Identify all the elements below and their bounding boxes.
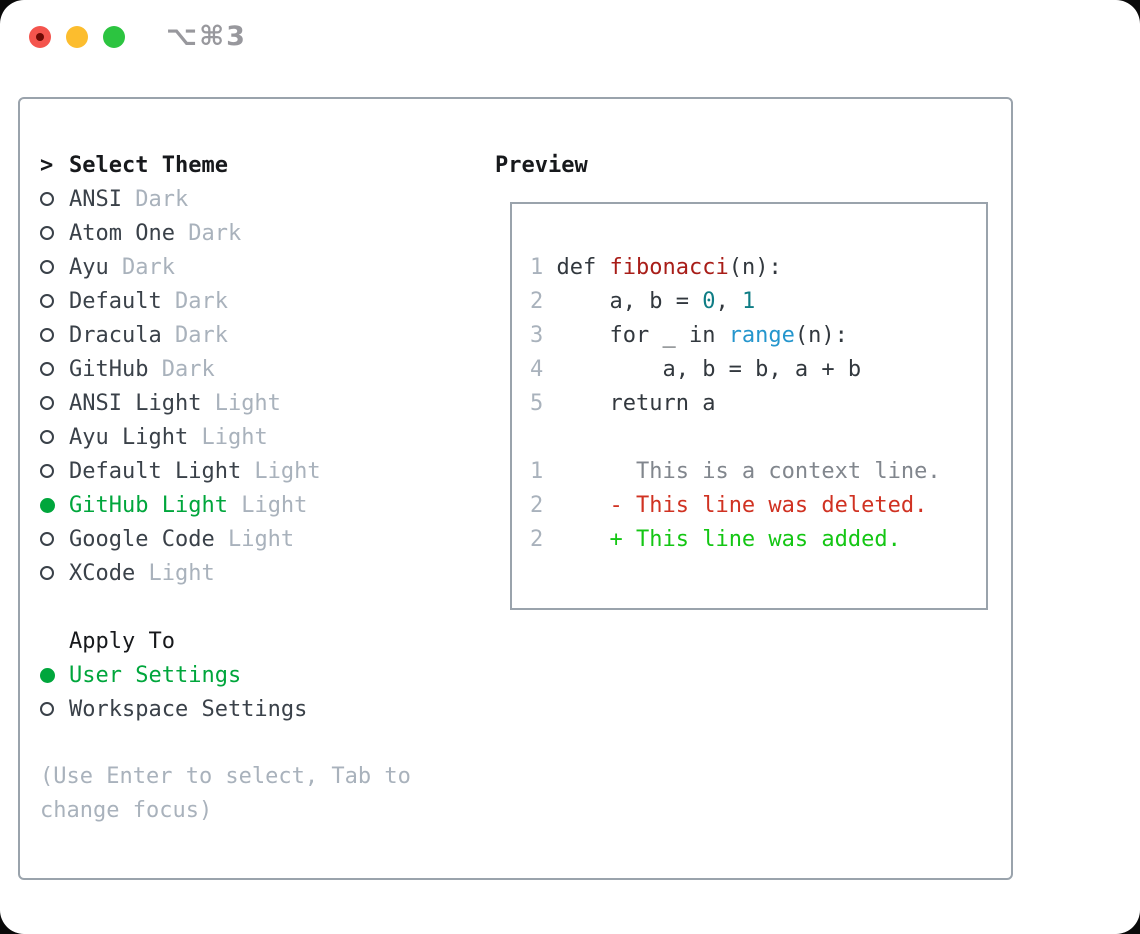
keyboard-hint-text: (Use Enter to select, Tab to change focu… <box>40 764 411 823</box>
radio-icon <box>40 396 54 410</box>
code-line: 4 a, b = b, a + b <box>530 356 862 382</box>
radio-icon <box>40 328 54 342</box>
diff-line: 2 - This line was deleted. <box>530 492 928 518</box>
theme-option-default-light[interactable]: Default Light Light <box>40 454 480 488</box>
apply-option-user-settings[interactable]: User Settings <box>40 658 480 692</box>
option-label: Ayu <box>69 254 109 280</box>
window-title: ⌥⌘3 <box>166 21 247 52</box>
option-label: ANSI Light <box>69 390 202 416</box>
spacer <box>40 590 480 624</box>
radio-icon <box>40 566 54 580</box>
radio-icon <box>40 226 54 240</box>
theme-option-dracula[interactable]: Dracula Dark <box>40 318 480 352</box>
theme-option-ayu-light[interactable]: Ayu Light Light <box>40 420 480 454</box>
option-label: Ayu Light <box>69 424 189 450</box>
line-number: 4 <box>530 356 557 382</box>
theme-option-ansi[interactable]: ANSI Dark <box>40 182 480 216</box>
diff-line: 2 + This line was added. <box>530 526 901 552</box>
option-label: Workspace Settings <box>69 696 308 722</box>
option-variant-label: Dark <box>161 288 228 314</box>
option-label: Atom One <box>69 220 175 246</box>
theme-option-github-light[interactable]: GitHub Light Light <box>40 488 480 522</box>
diff-preview-lines: 1 This is a context line. 2 - This line w… <box>530 454 986 556</box>
option-variant-label: Dark <box>108 254 175 280</box>
theme-option-xcode[interactable]: XCode Light <box>40 556 480 590</box>
option-variant-label: Light <box>227 492 308 518</box>
option-label: Dracula <box>69 322 162 348</box>
radio-selected-icon <box>40 667 55 683</box>
option-label: Default <box>69 288 162 314</box>
theme-option-ayu[interactable]: Ayu Dark <box>40 250 480 284</box>
option-label: GitHub <box>69 356 149 382</box>
maximize-button-icon[interactable] <box>103 26 125 48</box>
radio-icon <box>40 464 54 478</box>
code-line: 2 a, b = 0, 1 <box>530 288 756 314</box>
theme-option-atom-one[interactable]: Atom One Dark <box>40 216 480 250</box>
theme-option-google-code[interactable]: Google Code Light <box>40 522 480 556</box>
radio-icon <box>40 430 54 444</box>
code-line: 1 def fibonacci(n): <box>530 254 782 280</box>
minimize-button-icon[interactable] <box>66 26 88 48</box>
option-variant-label: Dark <box>121 186 189 212</box>
option-label: GitHub Light <box>69 492 228 518</box>
radio-selected-icon <box>40 497 55 513</box>
preview-code-box: 1 def fibonacci(n): 2 a, b = 0, 1 3 for _ … <box>510 202 988 610</box>
option-variant-label: Dark <box>148 356 215 382</box>
code-line: 3 for _ in range(n): <box>530 322 848 348</box>
apply-option-workspace-settings[interactable]: Workspace Settings <box>40 692 480 726</box>
line-number: 1 <box>530 458 557 484</box>
option-label: Default Light <box>69 458 242 484</box>
radio-icon <box>40 260 54 274</box>
option-label: Google Code <box>69 526 215 552</box>
theme-option-default[interactable]: Default Dark <box>40 284 480 318</box>
radio-icon <box>40 362 54 376</box>
titlebar: ⌥⌘3 <box>0 0 1140 97</box>
theme-option-ansi-light[interactable]: ANSI Light Light <box>40 386 480 420</box>
line-number: 2 <box>530 288 557 314</box>
option-label: ANSI <box>69 186 122 212</box>
option-variant-label: Light <box>201 390 281 416</box>
select-theme-header-row: > Select Theme <box>40 148 480 182</box>
option-variant-label: Light <box>135 560 215 586</box>
line-number: 5 <box>530 390 557 416</box>
radio-icon <box>40 294 54 308</box>
option-variant-label: Light <box>241 458 321 484</box>
prompt-chevron-icon: > <box>40 152 54 178</box>
radio-icon <box>40 532 54 546</box>
diff-line: 1 This is a context line. <box>530 458 941 484</box>
option-variant-label: Dark <box>161 322 228 348</box>
select-theme-title: Select Theme <box>69 152 228 178</box>
code-line: 5 return a <box>530 390 716 416</box>
radio-icon <box>40 192 54 206</box>
preview-title: Preview <box>495 152 588 178</box>
line-number: 2 <box>530 492 557 518</box>
option-label: XCode <box>69 560 136 586</box>
close-button-icon[interactable] <box>29 26 51 48</box>
line-number: 2 <box>530 526 557 552</box>
code-preview-lines: 1 def fibonacci(n): 2 a, b = 0, 1 3 for _ … <box>530 250 986 420</box>
line-number: 1 <box>530 254 557 280</box>
option-label: User Settings <box>69 662 242 688</box>
blank-line <box>530 420 986 454</box>
option-variant-label: Light <box>188 424 268 450</box>
theme-option-github[interactable]: GitHub Dark <box>40 352 480 386</box>
option-variant-label: Light <box>214 526 295 552</box>
line-number: 3 <box>530 322 557 348</box>
apply-to-title: Apply To <box>69 628 175 654</box>
option-variant-label: Dark <box>174 220 242 246</box>
radio-icon <box>40 702 54 716</box>
